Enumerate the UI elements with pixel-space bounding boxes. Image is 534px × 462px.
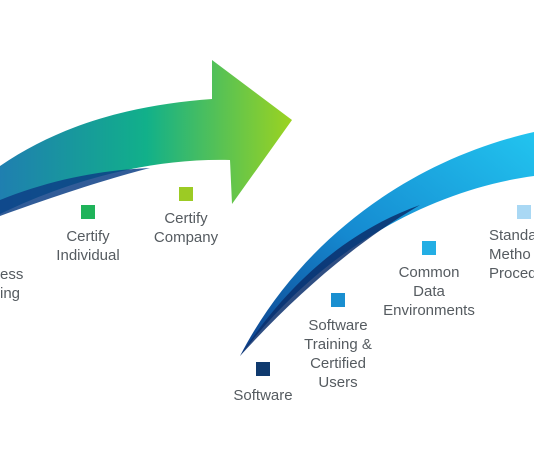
blue-arrow-body [240, 132, 534, 356]
step-label-certify-company: Certify Company [154, 209, 218, 247]
step-label-line: Proced [489, 265, 534, 282]
step-label-common-data: Common Data Environments [383, 263, 475, 320]
step-label-line: Software [308, 317, 368, 334]
step-label-line: Company [153, 229, 219, 246]
step-label-line: Individual [56, 247, 120, 264]
step-label-line: Data [413, 283, 445, 300]
step-label-line: Certify [66, 228, 110, 245]
software-marker [256, 362, 270, 376]
green-arrow-body [0, 60, 292, 214]
certify-individual-marker [81, 205, 95, 219]
step-label-software: Software [233, 386, 292, 405]
step-label-line: ess [0, 266, 24, 283]
green-arrow-underside [0, 168, 150, 216]
step-label-standard-methods: Standa Metho Proced [489, 226, 534, 283]
step-label-line: Environments [383, 302, 475, 319]
step-label-line: Certified [310, 355, 366, 372]
step-label-process-training: ess ing [0, 265, 23, 303]
step-label-line: Standa [489, 227, 534, 244]
blue-arrow [240, 132, 534, 356]
standard-methods-marker [517, 205, 531, 219]
step-label-certify-individual: Certify Individual [56, 227, 119, 265]
common-data-marker [422, 241, 436, 255]
step-label-line: Software [233, 387, 293, 404]
step-label-line: Common [398, 264, 460, 281]
software-training-marker [331, 293, 345, 307]
step-label-line: Certify [164, 210, 208, 227]
step-label-line: Users [318, 374, 358, 391]
certify-company-marker [179, 187, 193, 201]
step-label-software-training: Software Training & Certified Users [304, 316, 372, 392]
green-arrow [0, 60, 292, 216]
step-label-line: ing [0, 285, 21, 302]
step-label-line: Training & [304, 336, 372, 353]
step-label-line: Metho [489, 246, 531, 263]
